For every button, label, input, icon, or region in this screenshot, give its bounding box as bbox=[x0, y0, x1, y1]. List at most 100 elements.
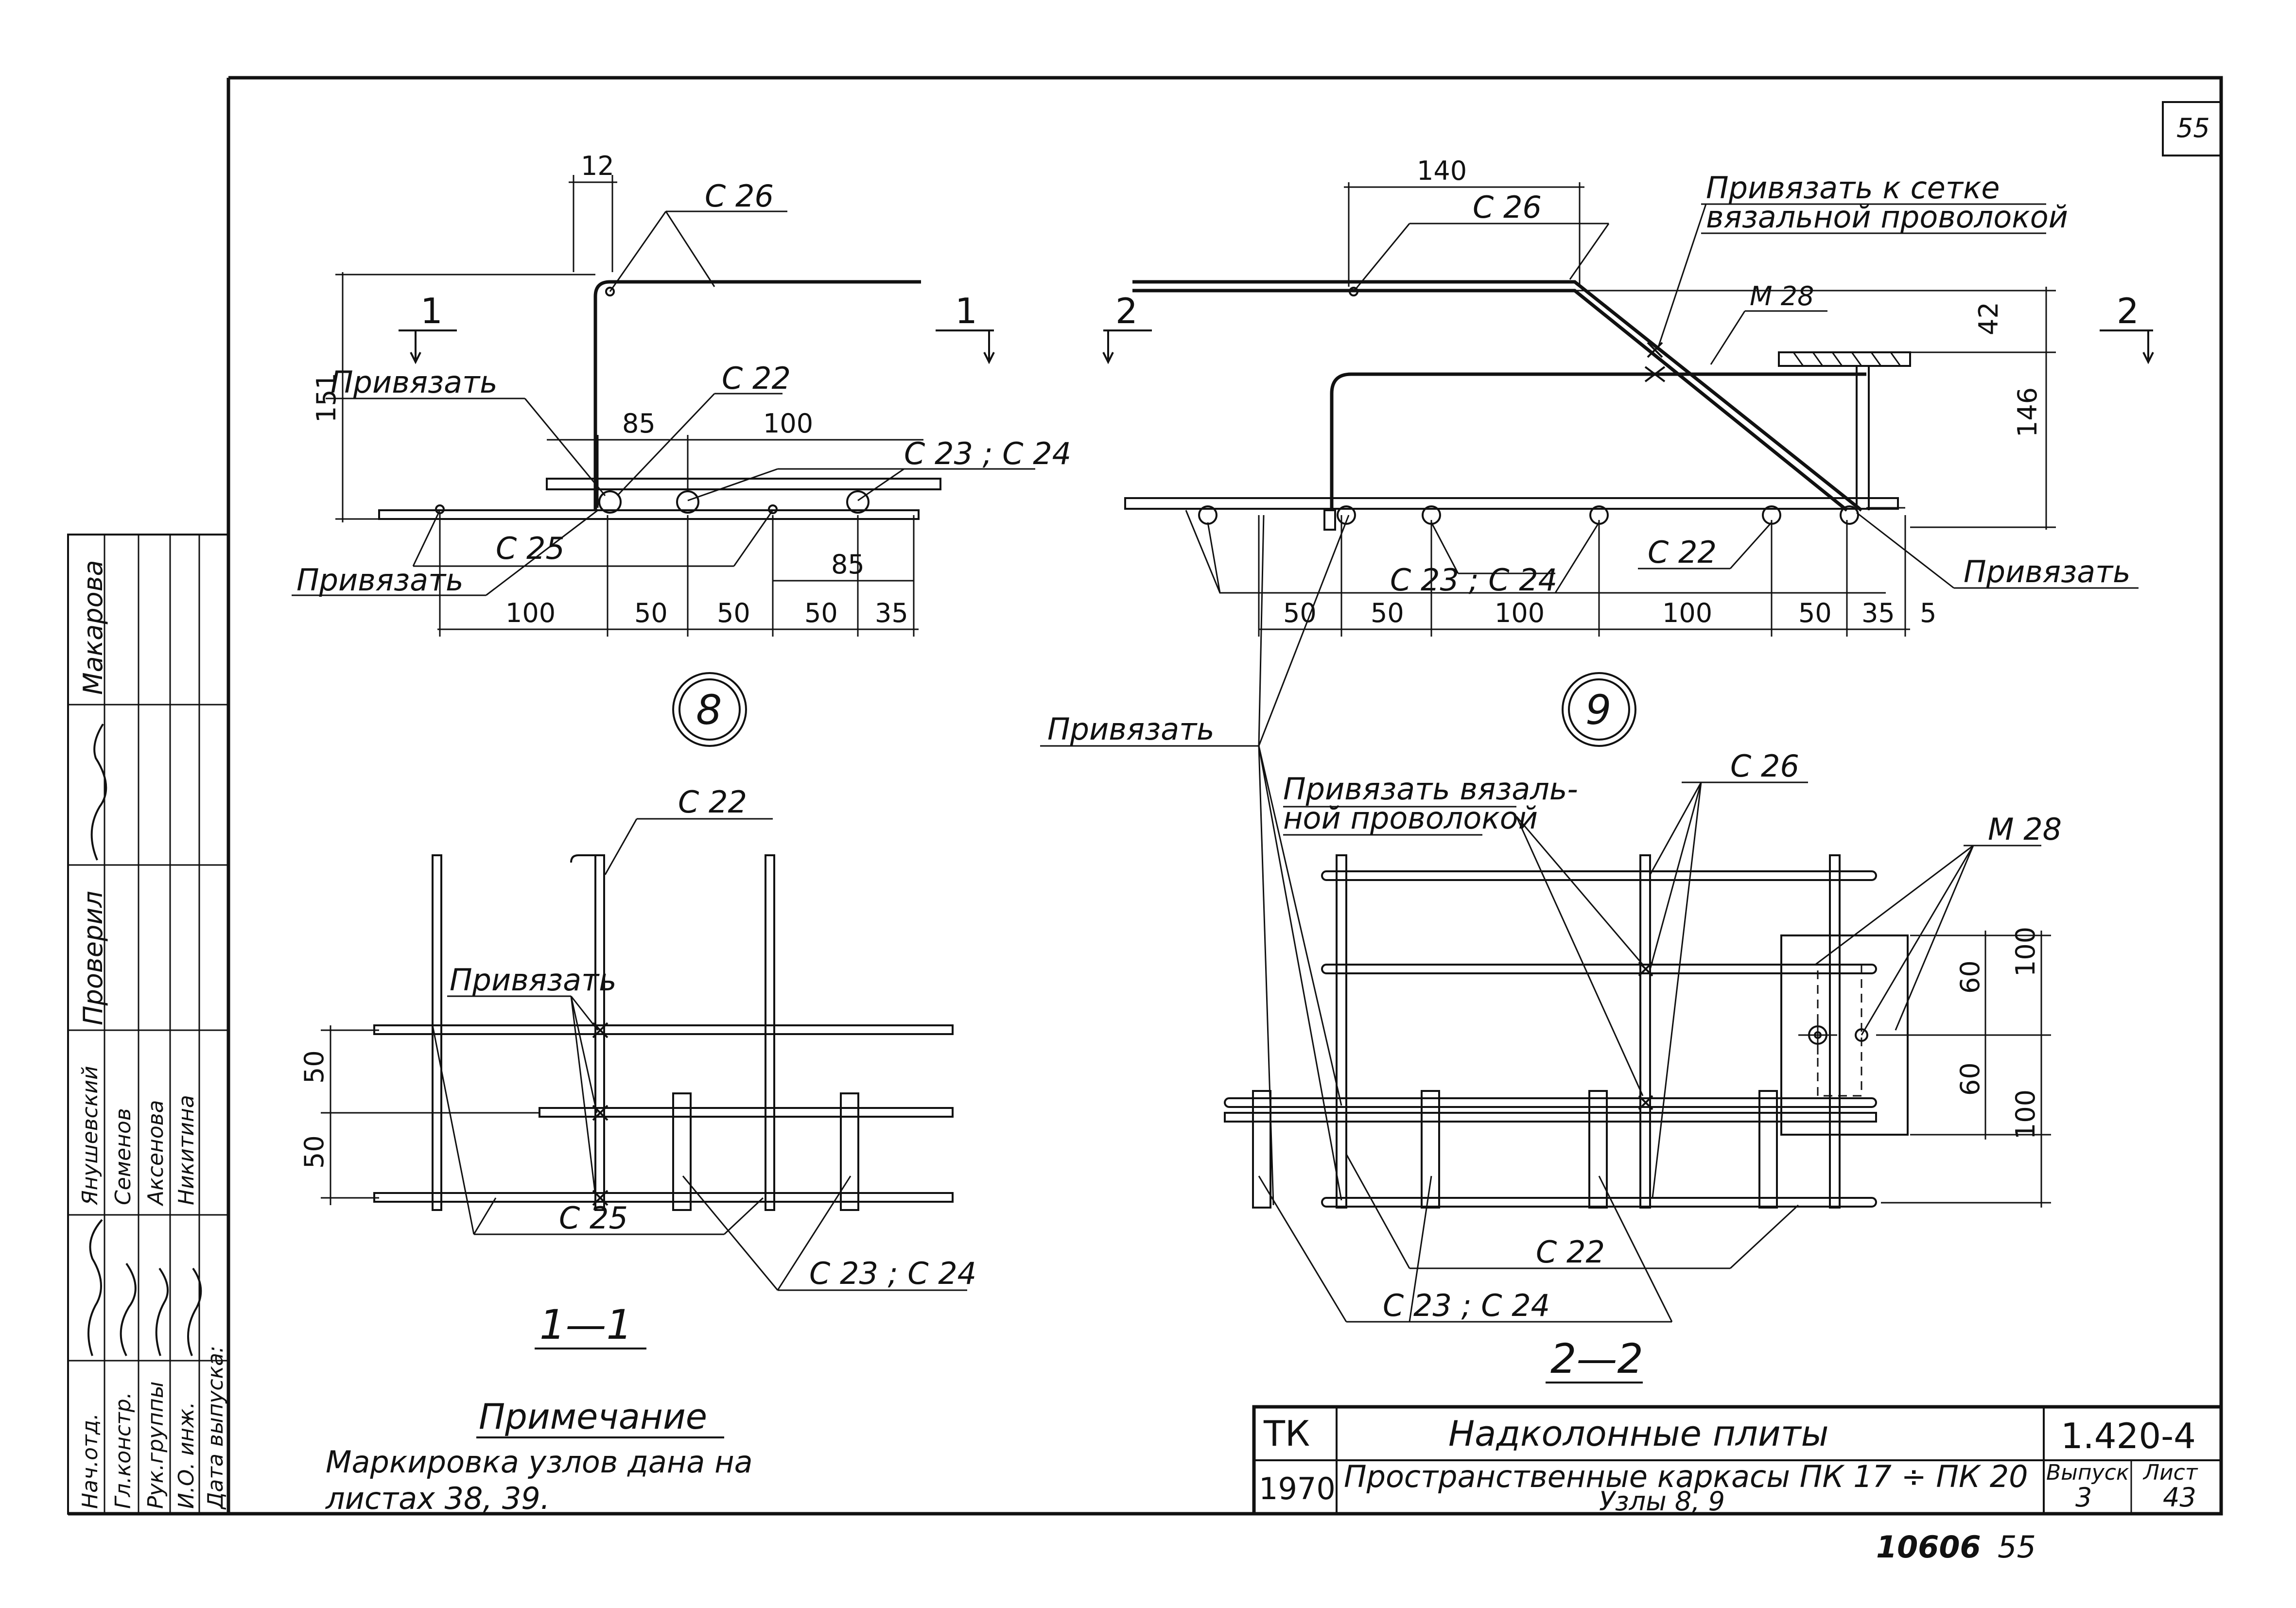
note-line-1: Маркировка узлов дана на bbox=[326, 1444, 753, 1480]
stamp-role-2: Гл.констр. bbox=[111, 1392, 136, 1509]
rod-dot bbox=[768, 504, 778, 514]
view8-dim-bottom-50b: 50 bbox=[717, 598, 750, 628]
note-line-2: листах 38, 39. bbox=[325, 1481, 550, 1516]
bar-c25 bbox=[378, 509, 920, 520]
tb-year: 1970 bbox=[1259, 1471, 1336, 1506]
view8-dim-bottom-100: 100 bbox=[505, 598, 556, 628]
view9-dim-bottom-100a: 100 bbox=[1495, 598, 1545, 628]
stamp-name-1: Янушевский bbox=[78, 1066, 103, 1206]
view9-dim-bottom-50c: 50 bbox=[1798, 598, 1832, 628]
signature-5 bbox=[90, 723, 107, 861]
sec11-label-c23-c24: С 23 ; С 24 bbox=[809, 1256, 976, 1291]
signature-3 bbox=[155, 1267, 169, 1356]
view9-label-c26: С 26 bbox=[1473, 190, 1542, 225]
sec11-title: 1—1 bbox=[539, 1301, 632, 1349]
bar-c22 bbox=[1124, 497, 1899, 510]
sec22-label-m28: М 28 bbox=[1988, 812, 2062, 847]
view9-number: 9 bbox=[1585, 686, 1611, 734]
view8-dim-100a: 100 bbox=[763, 408, 813, 439]
tb-issue: 3 bbox=[2075, 1482, 2092, 1513]
sec11-dim-50a: 50 bbox=[299, 1050, 330, 1084]
view9-label-tie-mesh-1: Привязать к сетке bbox=[1706, 170, 2000, 206]
sec22-label-tie-wire-1: Привязать вязаль- bbox=[1283, 771, 1578, 807]
tb-title-2: Пространственные каркасы ПК 17 ÷ ПК 20 bbox=[1344, 1459, 2028, 1494]
sec22-label-tie-wire-2: ной проволокой bbox=[1283, 800, 1538, 836]
sec22-dim-60a: 60 bbox=[1955, 960, 1985, 994]
view9-label-tie-mesh-2: вязальной проволокой bbox=[1706, 199, 2068, 235]
view8-label-tie-top: Привязать bbox=[330, 364, 498, 400]
rod-section bbox=[846, 490, 870, 514]
view9-dim-bottom-5: 5 bbox=[1920, 598, 1936, 628]
stamp-name-4: Никитина bbox=[174, 1095, 199, 1205]
signature-2 bbox=[120, 1262, 137, 1356]
view9-label-tie-right: Привязать bbox=[1964, 554, 2131, 589]
signature-1 bbox=[87, 1219, 103, 1356]
stamp-role-5: Дата выпуска: bbox=[203, 1346, 228, 1510]
signature-4 bbox=[187, 1267, 202, 1356]
note: Примечание Маркировка узлов дана на лист… bbox=[325, 1396, 753, 1516]
page-corner-number: 55 bbox=[2176, 113, 2210, 143]
section-2-2: Привязать вязаль- ной проволокой bbox=[1224, 745, 2062, 1383]
stamp-role-1: Нач.отд. bbox=[78, 1413, 103, 1509]
view8-section-mark-right: 1 bbox=[955, 291, 977, 331]
signature-stamp: Нач.отд. Гл.констр. Рук.группы И.О. инж.… bbox=[67, 534, 229, 1515]
sec11-dim-50b: 50 bbox=[299, 1135, 330, 1169]
view8-dim-bottom-50c: 50 bbox=[804, 598, 838, 628]
view8-label-c23-c24: С 23 ; С 24 bbox=[904, 436, 1071, 471]
view8-label-c25: С 25 bbox=[496, 531, 565, 566]
sec22-label-c22: С 22 bbox=[1536, 1234, 1605, 1270]
view8-dim-bottom-50a: 50 bbox=[634, 598, 668, 628]
view8-section-mark-left: 1 bbox=[420, 291, 443, 331]
plate-m28 bbox=[1778, 351, 1911, 367]
view8-label-c26: С 26 bbox=[705, 178, 774, 214]
stamp-checked-label: Проверил bbox=[78, 891, 108, 1025]
sec22-dim-60b: 60 bbox=[1955, 1062, 1985, 1096]
view-9: 2 2 140 С 26 Привязать к сетке вязальной… bbox=[1040, 156, 2154, 747]
title-block: ТК 1970 Надколонные плиты Пространственн… bbox=[1252, 1405, 2223, 1517]
view9-dim-42: 42 bbox=[1973, 302, 2004, 335]
view8-dim-85a: 85 bbox=[622, 408, 656, 439]
bottom-archive-number: 10606 bbox=[1876, 1529, 1981, 1565]
sec22-dim-100a: 100 bbox=[2010, 927, 2041, 977]
sec22-dim-100b: 100 bbox=[2010, 1089, 2041, 1140]
tb-sheet-label: Лист bbox=[2142, 1460, 2198, 1485]
view8-dim-151: 151 bbox=[311, 373, 342, 423]
stamp-role-3: Рук.группы bbox=[143, 1382, 168, 1509]
section-1-1: С 22 Привязать 50 50 С 25 С 23 ; С 24 1—… bbox=[299, 784, 976, 1349]
bar-c26-return bbox=[1132, 289, 1848, 512]
stamp-role-4: И.О. инж. bbox=[174, 1402, 199, 1509]
sec11-label-tie: Привязать bbox=[450, 962, 617, 998]
tb-title-1: Надколонные плиты bbox=[1448, 1413, 1829, 1454]
view9-dim-146: 146 bbox=[2012, 387, 2043, 437]
view9-label-c22: С 22 bbox=[1648, 535, 1717, 570]
bar-u bbox=[1330, 372, 1866, 510]
note-heading: Примечание bbox=[479, 1396, 707, 1437]
view8-number: 8 bbox=[696, 686, 722, 734]
view8-dim-85b: 85 bbox=[831, 549, 865, 580]
view9-dim-bottom-50b: 50 bbox=[1371, 598, 1404, 628]
sec22-title: 2—2 bbox=[1550, 1335, 1643, 1383]
view8-label-tie-bottom: Привязать bbox=[296, 562, 464, 598]
view9-label-c23-c24: С 23 ; С 24 bbox=[1390, 562, 1557, 598]
tb-issue-label: Выпуск bbox=[2046, 1460, 2129, 1485]
tb-org: ТК bbox=[1263, 1413, 1310, 1454]
tb-code: 1.420-4 bbox=[2061, 1416, 2196, 1456]
tb-title-3: Узлы 8, 9 bbox=[1599, 1486, 1725, 1517]
view9-label-m28: М 28 bbox=[1750, 281, 1814, 311]
sec22-label-c26: С 26 bbox=[1730, 748, 1799, 784]
sheet-frame: 55 bbox=[68, 76, 2223, 1516]
bar-c26 bbox=[593, 280, 921, 510]
page-number-box bbox=[2162, 101, 2222, 156]
view9-dim-bottom-100b: 100 bbox=[1662, 598, 1712, 628]
sec11-label-c25: С 25 bbox=[559, 1200, 628, 1236]
view9-dim-bottom-35: 35 bbox=[1861, 598, 1895, 628]
stamp-name-2: Семенов bbox=[111, 1108, 136, 1205]
view8-dim-12: 12 bbox=[581, 151, 614, 181]
bar-end-dot bbox=[605, 287, 615, 296]
stamp-name-3: Аксенова bbox=[143, 1100, 168, 1207]
view9-section-mark-left: 2 bbox=[1115, 291, 1138, 331]
rod-section bbox=[676, 490, 699, 514]
view9-dim-bottom-50a: 50 bbox=[1283, 598, 1317, 628]
stamp-checker-name: Макарова bbox=[78, 560, 108, 695]
bottom-page-number: 55 bbox=[1998, 1529, 2036, 1565]
